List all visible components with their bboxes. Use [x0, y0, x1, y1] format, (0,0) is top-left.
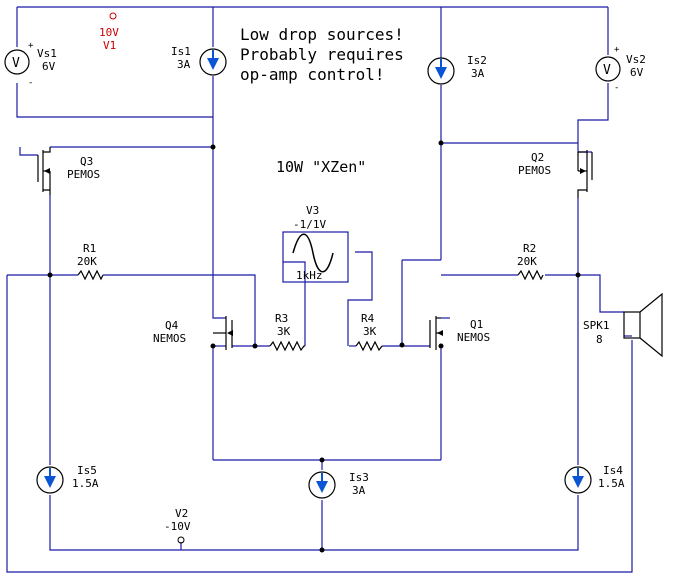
arrow-down-icon: [572, 476, 584, 488]
q1-nmos-transistor[interactable]: Q1 NEMOS: [429, 316, 490, 350]
vs1-name: Vs1: [37, 47, 57, 60]
is5-value: 1.5A: [72, 477, 99, 490]
spk1-name: SPK1: [583, 319, 610, 332]
v1-value: 10V: [99, 26, 119, 39]
is4-current-source[interactable]: Is4 1.5A: [564, 464, 625, 494]
q1-name: Q1: [470, 318, 483, 331]
svg-text:+: +: [28, 41, 34, 51]
note-line-2: Probably requires: [240, 45, 404, 64]
svg-text:-: -: [28, 78, 33, 88]
r1-value: 20K: [77, 255, 97, 268]
is2-value: 3A: [471, 67, 485, 80]
speaker-icon: [639, 292, 663, 358]
q2-type: PEMOS: [518, 164, 551, 177]
q1-type: NEMOS: [457, 331, 490, 344]
v2-name: V2: [175, 507, 188, 520]
r1-resistor[interactable]: R1 20K: [77, 242, 104, 281]
vs2-source[interactable]: V + - Vs2 6V: [595, 45, 646, 93]
vs1-value: 6V: [42, 60, 56, 73]
circuit-title: 10W "XZen": [276, 158, 366, 176]
r4-name: R4: [361, 312, 375, 325]
r3-value: 3K: [277, 325, 291, 338]
svg-text:+: +: [614, 45, 620, 55]
q2-name: Q2: [531, 151, 544, 164]
sine-wave-icon: [292, 233, 334, 273]
q3-pmos-transistor[interactable]: Q3 PEMOS: [37, 147, 100, 195]
vs1-source[interactable]: V + - Vs1 6V: [4, 41, 57, 88]
voltmeter-icon: V: [12, 56, 20, 71]
is2-current-source[interactable]: Is2 3A: [427, 54, 487, 85]
is3-value: 3A: [352, 484, 366, 497]
is5-current-source[interactable]: Is5 1.5A: [36, 464, 99, 494]
r2-name: R2: [523, 242, 536, 255]
r2-resistor[interactable]: R2 20K: [517, 242, 544, 281]
v2-value: -10V: [164, 520, 191, 533]
q2-pmos-transistor[interactable]: Q2 PEMOS: [518, 150, 593, 198]
spk1-speaker[interactable]: SPK1 8: [583, 292, 663, 358]
v3-signal-source[interactable]: 1kHz V3 -1/1V: [282, 204, 349, 283]
is1-current-source[interactable]: Is1 3A: [171, 45, 227, 76]
q4-nmos-transistor[interactable]: Q4 NEMOS: [153, 316, 233, 350]
spk1-value: 8: [596, 333, 603, 346]
arrow-down-icon: [316, 481, 328, 493]
is3-current-source[interactable]: Is3 3A: [308, 471, 369, 499]
note-line-1: Low drop sources!: [240, 25, 404, 44]
r1-name: R1: [83, 242, 96, 255]
r4-resistor[interactable]: R4 3K: [355, 312, 383, 352]
is5-name: Is5: [77, 464, 97, 477]
q4-name: Q4: [165, 319, 179, 332]
junctions: [47, 140, 581, 553]
arrow-down-icon: [207, 58, 219, 70]
r4-value: 3K: [363, 325, 377, 338]
is1-value: 3A: [177, 58, 191, 71]
r3-name: R3: [275, 312, 288, 325]
svg-text:-: -: [614, 83, 619, 93]
arrow-down-icon: [44, 476, 56, 488]
v3-name: V3: [306, 204, 319, 217]
v1-supply[interactable]: 10V V1: [99, 12, 119, 52]
vs2-name: Vs2: [626, 53, 646, 66]
is1-name: Is1: [171, 45, 191, 58]
q3-type: PEMOS: [67, 168, 100, 181]
v3-value: -1/1V: [293, 218, 326, 231]
is2-name: Is2: [467, 54, 487, 67]
q3-name: Q3: [80, 155, 93, 168]
is3-name: Is3: [349, 471, 369, 484]
is4-value: 1.5A: [598, 477, 625, 490]
note-line-3: op-amp control!: [240, 65, 385, 84]
arrow-down-icon: [435, 67, 447, 79]
r2-value: 20K: [517, 255, 537, 268]
vs2-value: 6V: [630, 66, 644, 79]
v2-supply[interactable]: V2 -10V: [164, 507, 191, 544]
v3-frequency: 1kHz: [296, 269, 323, 282]
is4-name: Is4: [603, 464, 623, 477]
voltmeter-icon: V: [603, 63, 611, 78]
q4-type: NEMOS: [153, 332, 186, 345]
v1-name: V1: [103, 39, 116, 52]
r3-resistor[interactable]: R3 3K: [269, 312, 305, 352]
